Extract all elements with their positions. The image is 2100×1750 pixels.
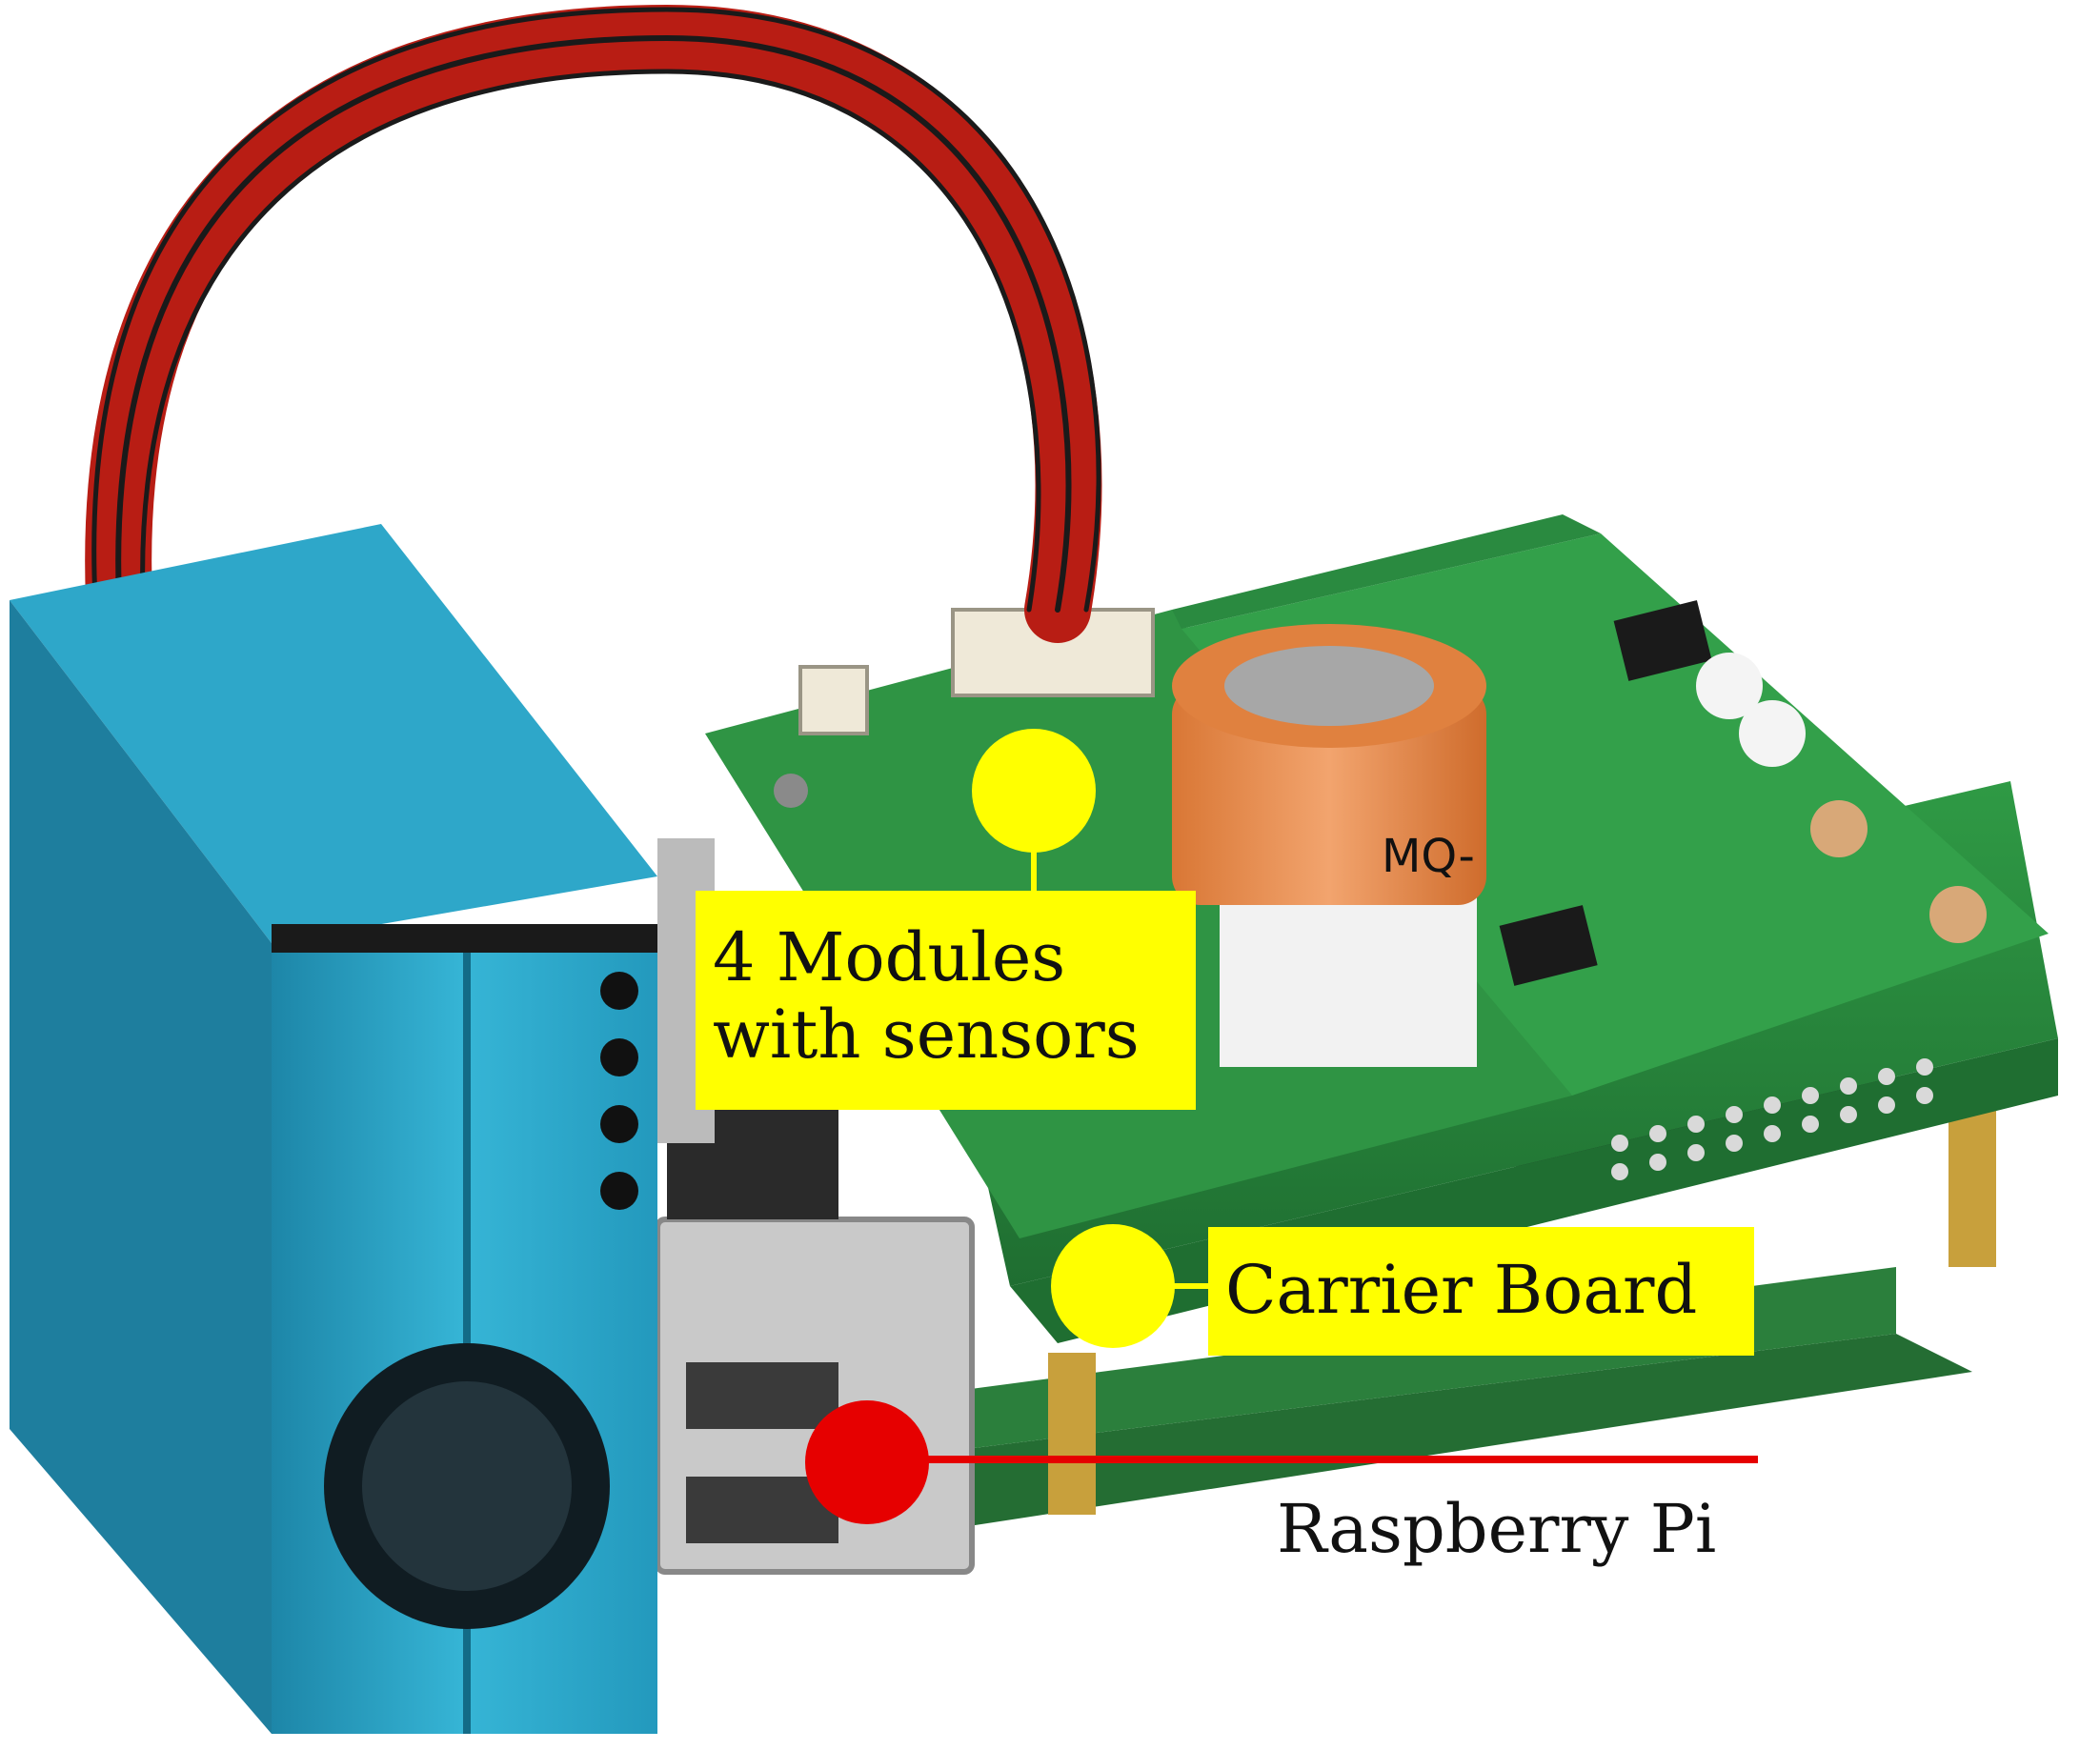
gas-sensor: MQ- [1172,624,1486,1067]
callout-markers [805,729,1758,1524]
raspberry-pi-label: Raspberry Pi [1277,1490,1717,1568]
modules-marker [972,729,1096,853]
carrier-label: Carrier Board [1208,1227,1754,1356]
carrier-marker [1051,1224,1175,1348]
rpi-marker [805,1400,929,1524]
particulate-sensor [10,524,657,1734]
sensor-cap-text: MQ- [1382,830,1475,883]
modules-label: 4 Modules with sensors [696,891,1196,1110]
ribbon-cable [85,4,1102,643]
